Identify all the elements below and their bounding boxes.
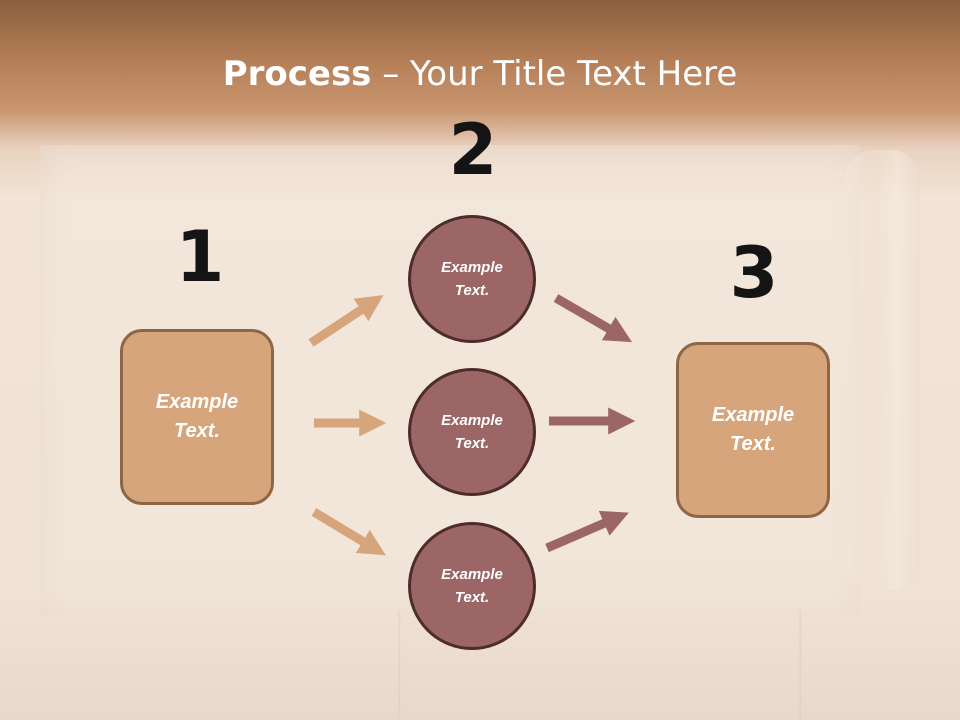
- slide-title: Process – Your Title Text Here: [0, 52, 960, 96]
- arrow-left-to-bottom: [311, 508, 386, 556]
- circle-bottom-label: Example Text.: [441, 566, 503, 606]
- title-rest-part: – Your Title Text Here: [371, 54, 738, 94]
- step-number-3: 3: [729, 232, 779, 314]
- step-number-2: 2: [448, 109, 498, 191]
- title-bold-part: Process: [222, 54, 372, 94]
- circle-top-label: Example Text.: [441, 259, 503, 299]
- left-process-box: Example Text.: [120, 329, 274, 505]
- arrow-left-to-top: [308, 295, 384, 347]
- right-box-label: Example Text.: [711, 404, 795, 455]
- right-process-box: Example Text.: [676, 342, 830, 518]
- circle-bottom: Example Text.: [408, 522, 536, 650]
- scroll-roll-decoration: [845, 150, 920, 590]
- arrow-top-to-right: [553, 294, 633, 343]
- step-number-1: 1: [175, 216, 225, 298]
- circle-middle: Example Text.: [408, 368, 536, 496]
- left-box-label: Example Text.: [155, 391, 239, 442]
- circle-top: Example Text.: [408, 215, 536, 343]
- circle-middle-label: Example Text.: [441, 412, 503, 452]
- arrow-bottom-to-right: [545, 510, 629, 553]
